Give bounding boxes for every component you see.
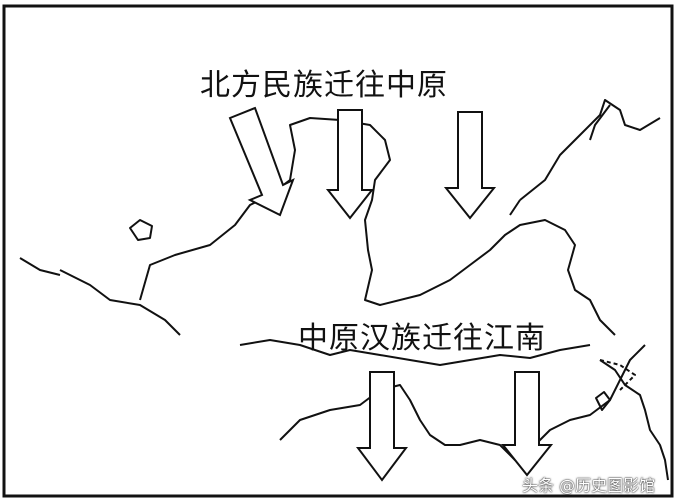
arrow-north-3 xyxy=(443,111,497,220)
label-north-migration: 北方民族迁往中原 xyxy=(200,68,448,103)
arrow-south-2 xyxy=(500,371,554,477)
wei-river xyxy=(239,339,591,366)
arrow-south-1 xyxy=(356,371,408,482)
west-coast xyxy=(19,257,61,276)
arrow-north-2 xyxy=(325,109,375,220)
label-south-migration: 中原汉族迁往江南 xyxy=(298,321,546,356)
lake xyxy=(595,391,611,411)
coast-east xyxy=(599,359,669,481)
coast-north xyxy=(509,99,661,216)
map-frame xyxy=(2,4,674,498)
arrow-north-1 xyxy=(228,106,295,217)
island xyxy=(129,219,153,241)
watermark: 头条 @历史图影馆 xyxy=(522,476,656,495)
